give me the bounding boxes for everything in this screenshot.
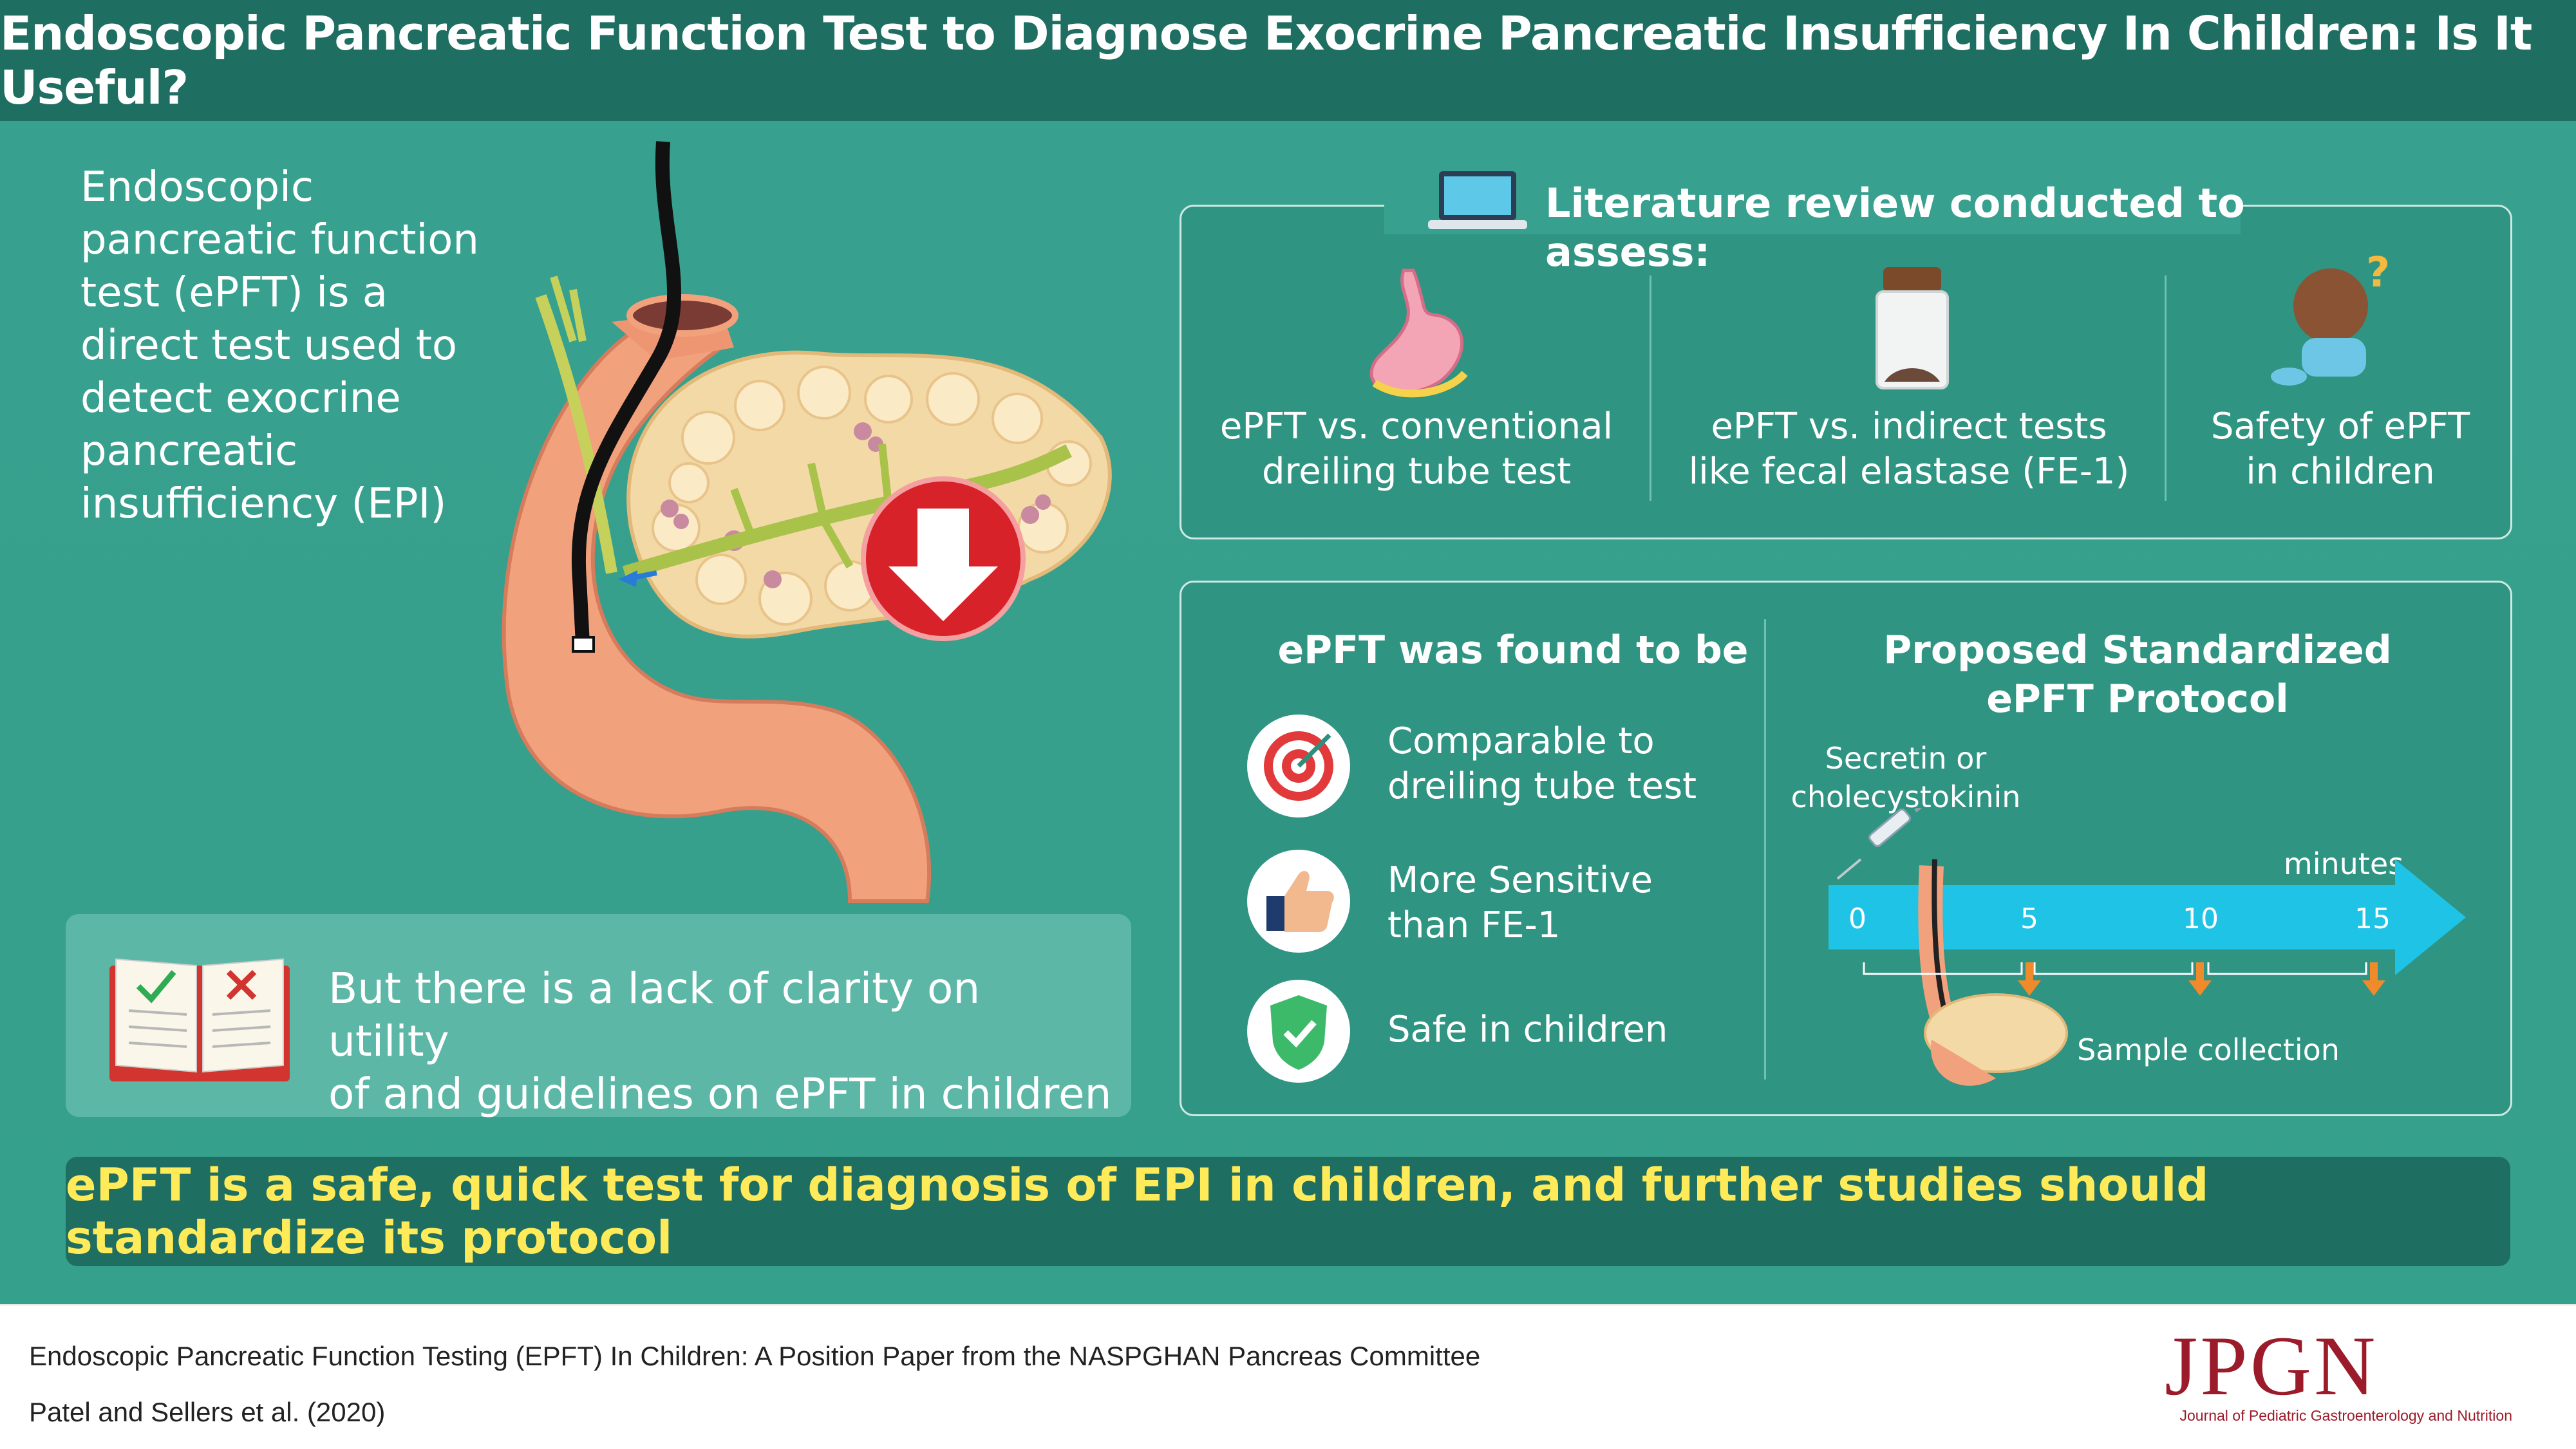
mini-endoscope-pancreas-icon xyxy=(1918,859,2068,1086)
conclusion-text: ePFT is a safe, quick test for diagnosis… xyxy=(66,1159,2209,1264)
literature-review-title: Literature review conducted to assess: xyxy=(1545,180,2245,276)
stomach-icon xyxy=(1369,268,1468,398)
literature-item-2-line2: like fecal elastase (FE-1) xyxy=(1688,451,2130,492)
tick-label-15: 15 xyxy=(2355,902,2391,935)
paper-authors: Patel and Sellers et al. (2020) xyxy=(29,1397,386,1427)
shield-check-icon xyxy=(1270,995,1327,1070)
literature-item-2: ePFT vs. indirect tests like fecal elast… xyxy=(1661,404,2157,494)
finding-item-3: Safe in children xyxy=(1387,1007,1748,1052)
baby-question-icon: ? xyxy=(2271,254,2390,386)
sample-jar-icon xyxy=(1876,267,1949,389)
literature-item-1-line1: ePFT vs. conventional xyxy=(1219,406,1613,447)
thumbs-up-icon-circle xyxy=(1247,850,1350,953)
literature-item-1: ePFT vs. conventional dreiling tube test xyxy=(1191,404,1642,494)
protocol-title: Proposed Standardized ePFT Protocol xyxy=(1796,626,2479,724)
finding-item-1: Comparable to dreiling tube test xyxy=(1387,719,1748,809)
conclusion-bar xyxy=(66,1157,2510,1266)
finding-item-2-line1: More Sensitive xyxy=(1387,859,1653,901)
cross-mark-icon xyxy=(226,969,257,1000)
finding-item-2: More Sensitive than FE-1 xyxy=(1387,858,1748,948)
intro-text: Endoscopic pancreatic function test (ePF… xyxy=(80,164,479,528)
literature-item-3-line1: Safety of ePFT xyxy=(2210,406,2470,447)
lack-of-clarity-line1: But there is a lack of clarity on utilit… xyxy=(328,964,981,1066)
timeline-arrow xyxy=(1829,859,2466,975)
literature-divider-2 xyxy=(2165,276,2167,501)
sample-brackets xyxy=(1863,962,2367,975)
check-mark-icon xyxy=(136,970,176,1004)
paper-citation-title: Endoscopic Pancreatic Function Testing (… xyxy=(29,1341,1481,1371)
axis-unit-label: minutes xyxy=(2283,846,2404,881)
shield-check-icon-circle xyxy=(1247,980,1350,1083)
finding-item-3-line1: Safe in children xyxy=(1387,1009,1668,1051)
tick-label-10: 10 xyxy=(2183,902,2219,935)
literature-item-2-line1: ePFT vs. indirect tests xyxy=(1711,406,2107,447)
protocol-title-line1: Proposed Standardized xyxy=(1883,628,2392,673)
header-bar xyxy=(0,0,2576,121)
stimulant-label: Secretin or cholecystokinin xyxy=(1764,739,2047,816)
pancreas-endoscope-illustration xyxy=(502,141,1112,903)
protocol-title-line2: ePFT Protocol xyxy=(1986,677,2289,722)
stimulant-line2: cholecystokinin xyxy=(1791,780,2021,814)
journal-name: Journal of Pediatric Gastroenterology an… xyxy=(2179,1407,2512,1424)
findings-protocol-divider xyxy=(1764,619,1766,1080)
jpgn-logo: JPGN xyxy=(2165,1318,2378,1413)
stimulant-line1: Secretin or xyxy=(1825,741,1987,776)
literature-item-1-line2: dreiling tube test xyxy=(1261,451,1572,492)
finding-item-2-line2: than FE-1 xyxy=(1387,904,1561,946)
literature-divider-1 xyxy=(1650,276,1651,501)
lack-of-clarity-text: But there is a lack of clarity on utilit… xyxy=(328,962,1114,1121)
laptop-icon xyxy=(1428,171,1527,229)
literature-item-3: Safety of ePFT in children xyxy=(2176,404,2505,494)
tick-label-5: 5 xyxy=(2020,902,2038,935)
svg-text:?: ? xyxy=(2366,254,2390,297)
lack-of-clarity-line2: of and guidelines on ePFT in children xyxy=(328,1069,1112,1119)
literature-item-3-line2: in children xyxy=(2246,451,2435,492)
sample-collection-label: Sample collection xyxy=(2077,1033,2340,1067)
sample-arrows xyxy=(2018,962,2385,996)
findings-title: ePFT was found to be xyxy=(1277,628,1749,673)
footer xyxy=(0,1304,2576,1449)
open-book-icon xyxy=(109,958,290,1081)
findings-box xyxy=(1180,581,2512,1116)
page-title: Endoscopic Pancreatic Function Test to D… xyxy=(0,6,2532,115)
target-icon xyxy=(1264,731,1333,801)
protocol-timeline xyxy=(1829,808,2466,1086)
thumbs-up-icon xyxy=(1266,871,1334,932)
finding-item-1-line2: dreiling tube test xyxy=(1387,765,1697,807)
syringe-icon xyxy=(1836,808,1923,880)
tick-label-0: 0 xyxy=(1848,902,1866,935)
target-icon-circle xyxy=(1247,715,1350,818)
finding-item-1-line1: Comparable to xyxy=(1387,720,1655,762)
